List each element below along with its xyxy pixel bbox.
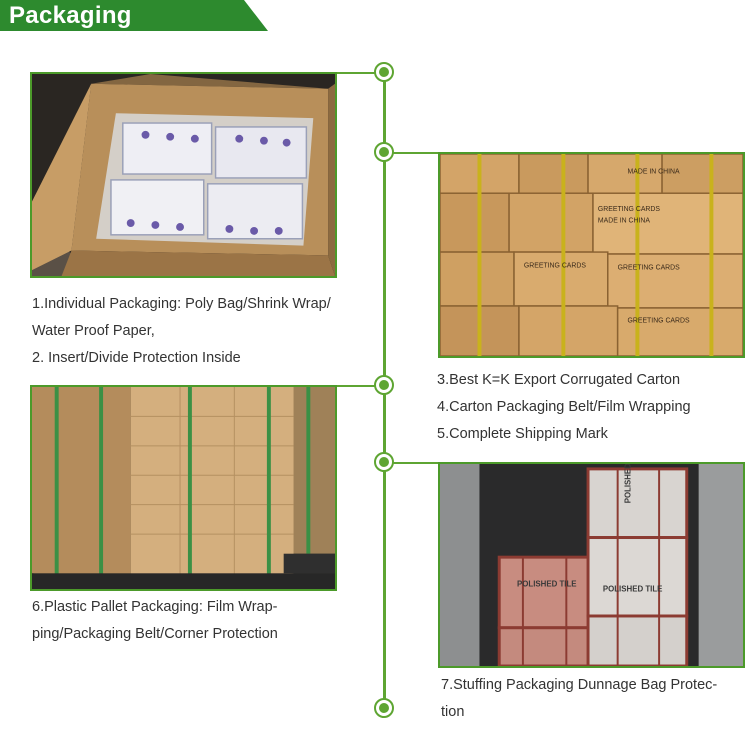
caption-line: 5.Complete Shipping Mark — [437, 426, 608, 442]
box-text: GREETING CARDS — [618, 265, 680, 272]
open-carton-image — [32, 74, 335, 276]
timeline-node-4 — [374, 452, 394, 472]
box-text: GREETING CARDS — [524, 263, 586, 270]
caption-step-3: 6.Plastic Pallet Packaging: Film Wrap- p… — [32, 594, 278, 648]
connector-1 — [336, 72, 384, 74]
caption-line: 2. Insert/Divide Protection Inside — [32, 350, 241, 366]
timeline-node-3 — [374, 375, 394, 395]
caption-line: tion — [441, 704, 465, 720]
caption-line: 7.Stuffing Packaging Dunnage Bag Protec- — [441, 677, 718, 693]
caption-step-4: 7.Stuffing Packaging Dunnage Bag Protec-… — [441, 672, 717, 726]
box-text: GREETING CARDS — [628, 318, 690, 325]
caption-line: 4.Carton Packaging Belt/Film Wrapping — [437, 399, 691, 415]
crate-text: POLISHED TILE — [603, 584, 663, 593]
caption-line: 6.Plastic Pallet Packaging: Film Wrap- — [32, 599, 278, 615]
box-text: MADE IN CHINA — [598, 218, 651, 225]
pallet-image — [32, 387, 335, 589]
timeline-node-2 — [374, 142, 394, 162]
caption-line: ping/Packaging Belt/Corner Protection — [32, 626, 278, 642]
caption-step-2: 3.Best K=K Export Corrugated Carton 4.Ca… — [437, 367, 691, 448]
page-title: Packaging — [9, 2, 132, 29]
photo-pallet-packaging — [30, 385, 337, 591]
box-text: MADE IN CHINA — [628, 169, 681, 176]
timeline-node-5 — [374, 698, 394, 718]
crate-text: POLISHED TILE — [623, 464, 632, 503]
photo-individual-packaging — [30, 72, 337, 278]
photo-export-cartons: GREETING CARDS MADE IN CHINA GREETING CA… — [438, 152, 745, 358]
connector-4 — [386, 462, 438, 464]
crate-text: POLISHED TILE — [517, 580, 577, 589]
header-banner — [0, 0, 268, 31]
box-text: GREETING CARDS — [598, 206, 660, 213]
caption-line: 3.Best K=K Export Corrugated Carton — [437, 372, 681, 388]
caption-step-1: 1.Individual Packaging: Poly Bag/Shrink … — [32, 291, 331, 372]
container-image: POLISHED TILE POLISHED TILE POLISHED TIL… — [440, 464, 743, 666]
stacked-cartons-image: GREETING CARDS MADE IN CHINA GREETING CA… — [440, 154, 743, 356]
caption-line: 1.Individual Packaging: Poly Bag/Shrink … — [32, 296, 331, 312]
timeline-node-1 — [374, 62, 394, 82]
caption-line: Water Proof Paper, — [32, 323, 155, 339]
connector-3 — [336, 385, 384, 387]
photo-container-stuffing: POLISHED TILE POLISHED TILE POLISHED TIL… — [438, 462, 745, 668]
connector-2 — [386, 152, 438, 154]
